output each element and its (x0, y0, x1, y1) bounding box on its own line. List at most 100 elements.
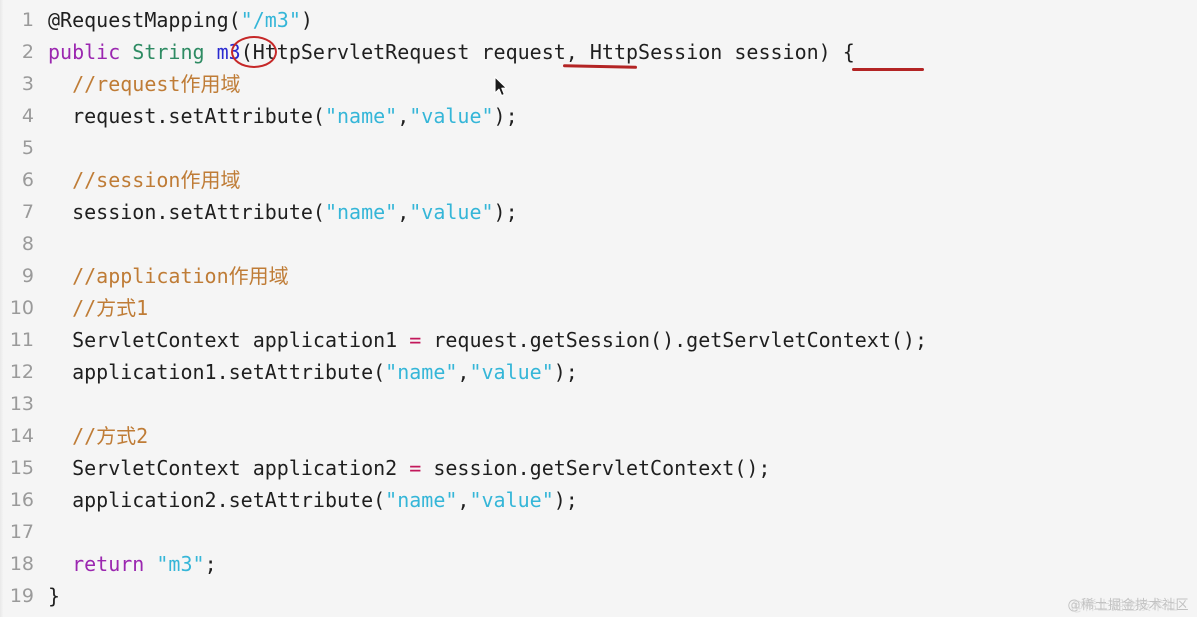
token-str: "value" (469, 360, 554, 384)
token-kw: return (72, 552, 145, 576)
line-number: 8 (21, 233, 34, 255)
token-op: = (409, 456, 422, 480)
code-line[interactable]: 13 (0, 388, 1197, 420)
token-str: "value" (409, 200, 494, 224)
token-str: "value" (409, 104, 494, 128)
line-number: 6 (21, 169, 34, 191)
watermark-ghost: @稀土掘金技术社区 (1070, 599, 1179, 614)
token-plain: ); (493, 104, 518, 128)
code-line-text[interactable]: } (48, 580, 60, 612)
token-cmt: //application作用域 (48, 264, 289, 288)
code-line[interactable]: 10 //方式1 (0, 292, 1197, 324)
token-plain: @RequestMapping( (48, 8, 241, 32)
token-plain: ServletContext application2 (48, 456, 410, 480)
line-number: 15 (9, 457, 34, 479)
code-line[interactable]: 16 application2.setAttribute("name","val… (0, 484, 1197, 516)
line-number: 16 (9, 489, 34, 511)
code-line[interactable]: 19} (0, 580, 1197, 612)
token-plain: ; (204, 552, 217, 576)
code-line[interactable]: 6 //session作用域 (0, 164, 1197, 196)
code-line[interactable]: 14 //方式2 (0, 420, 1197, 452)
token-plain: request.setAttribute( (48, 104, 325, 128)
token-cmt: //request作用域 (48, 72, 241, 96)
line-number: 9 (21, 265, 34, 287)
token-method: m3 (216, 40, 241, 64)
token-cmt: //session作用域 (48, 168, 241, 192)
code-line[interactable]: 5 (0, 132, 1197, 164)
line-number: 2 (21, 41, 34, 63)
code-line-text[interactable]: session.setAttribute("name","value"); (48, 196, 518, 228)
line-number: 7 (21, 201, 34, 223)
code-line[interactable]: 7 session.setAttribute("name","value"); (0, 196, 1197, 228)
line-number: 10 (9, 297, 34, 319)
code-line-text[interactable]: //application作用域 (48, 260, 289, 292)
token-plain: (HttpServletRequest request, HttpSession… (240, 40, 855, 64)
code-line[interactable]: 15 ServletContext application2 = session… (0, 452, 1197, 484)
token-plain: } (48, 584, 61, 608)
gutter-edge-shading (0, 0, 3, 617)
code-line[interactable]: 11 ServletContext application1 = request… (0, 324, 1197, 356)
code-line-text[interactable]: //session作用域 (48, 164, 240, 196)
code-line[interactable]: 2 public String m3(HttpServletRequest req… (0, 36, 1197, 68)
token-str: "name" (385, 488, 458, 512)
token-plain: ); (553, 488, 578, 512)
token-plain (48, 552, 72, 576)
line-number: 4 (21, 105, 34, 127)
token-type: String (132, 40, 205, 64)
token-plain: , (457, 360, 470, 384)
token-plain: application1.setAttribute( (48, 360, 386, 384)
code-line-text[interactable]: ServletContext application1 = request.ge… (48, 324, 927, 356)
code-line-text[interactable]: application2.setAttribute("name","value"… (48, 484, 578, 516)
token-str: "value" (469, 488, 554, 512)
code-line[interactable]: 17 (0, 516, 1197, 548)
line-number: 17 (9, 521, 34, 543)
token-str: "name" (385, 360, 458, 384)
token-kw: public (48, 40, 121, 64)
code-line[interactable]: 9 //application作用域 (0, 260, 1197, 292)
code-line[interactable]: 18 return "m3"; (0, 548, 1197, 580)
line-number: 12 (9, 361, 34, 383)
token-plain: ) (300, 8, 313, 32)
code-line-text[interactable]: //request作用域 (48, 68, 240, 100)
token-plain: ); (493, 200, 518, 224)
code-line[interactable]: 3 //request作用域 (0, 68, 1197, 100)
code-line[interactable]: 1@RequestMapping("/m3") (0, 4, 1197, 36)
token-plain: ServletContext application1 (48, 328, 410, 352)
line-number: 11 (9, 329, 34, 351)
token-plain: , (397, 104, 410, 128)
token-str: "m3" (156, 552, 205, 576)
code-line[interactable]: 4 request.setAttribute("name","value"); (0, 100, 1197, 132)
code-line-text[interactable]: return "m3"; (48, 548, 217, 580)
token-op: = (409, 328, 422, 352)
code-line[interactable]: 12 application1.setAttribute("name","val… (0, 356, 1197, 388)
token-str: "name" (324, 104, 398, 128)
code-line[interactable]: 8 (0, 228, 1197, 260)
token-plain: session.getServletContext(); (421, 456, 771, 480)
token-plain: application2.setAttribute( (48, 488, 386, 512)
line-number: 18 (9, 553, 34, 575)
code-line-text[interactable]: //方式2 (48, 420, 148, 452)
line-number: 5 (21, 137, 34, 159)
token-plain: request.getSession().getServletContext()… (421, 328, 928, 352)
watermark-text: @稀土掘金技术社区 (1067, 598, 1189, 613)
token-cmt: //方式1 (48, 296, 149, 320)
token-plain: ); (553, 360, 578, 384)
code-line-text[interactable]: @RequestMapping("/m3") (48, 4, 313, 36)
token-plain (144, 552, 156, 576)
code-line-text[interactable]: public String m3(HttpServletRequest requ… (48, 36, 855, 68)
code-line-text[interactable]: application1.setAttribute("name","value"… (48, 356, 578, 388)
token-plain (205, 40, 217, 64)
line-number: 19 (9, 585, 34, 607)
code-line-text[interactable]: request.setAttribute("name","value"); (48, 100, 518, 132)
token-cmt: //方式2 (48, 424, 149, 448)
code-line-text[interactable]: //方式1 (48, 292, 148, 324)
token-plain: , (457, 488, 470, 512)
line-number: 13 (9, 393, 34, 415)
watermark: @稀土掘金技术社区 @稀土掘金技术社区 (1067, 594, 1189, 614)
token-str: "/m3" (240, 8, 301, 32)
line-number: 14 (9, 425, 34, 447)
code-line-text[interactable]: ServletContext application2 = session.ge… (48, 452, 770, 484)
token-plain (120, 40, 132, 64)
